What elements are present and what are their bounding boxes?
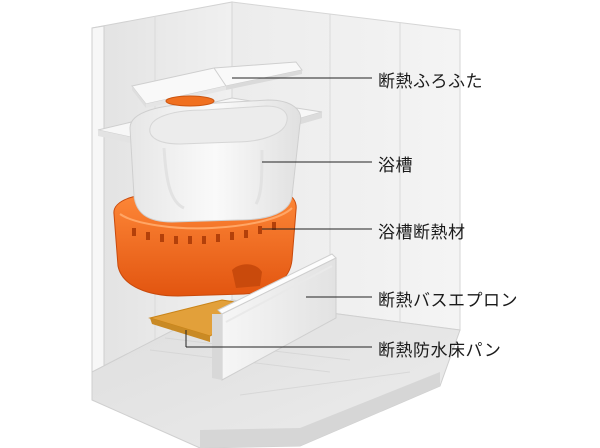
bath-lid — [131, 61, 303, 108]
left-wall-edge — [91, 25, 105, 373]
leader-lines — [185, 77, 372, 348]
bath-apron — [212, 253, 337, 381]
insulation-ribs — [132, 222, 276, 244]
lid-handle — [165, 95, 215, 107]
label-insulated-lid: 断熱ふろふた — [378, 72, 483, 92]
label-tub-insulation: 浴槽断熱材 — [378, 223, 466, 243]
floor-front-edge — [200, 372, 440, 448]
label-bathtub: 浴槽 — [378, 156, 413, 176]
label-insulated-apron: 断熱バスエプロン — [378, 291, 518, 311]
bathtub — [129, 99, 302, 223]
label-insulated-floor-pan: 断熱防水床パン — [378, 341, 502, 361]
